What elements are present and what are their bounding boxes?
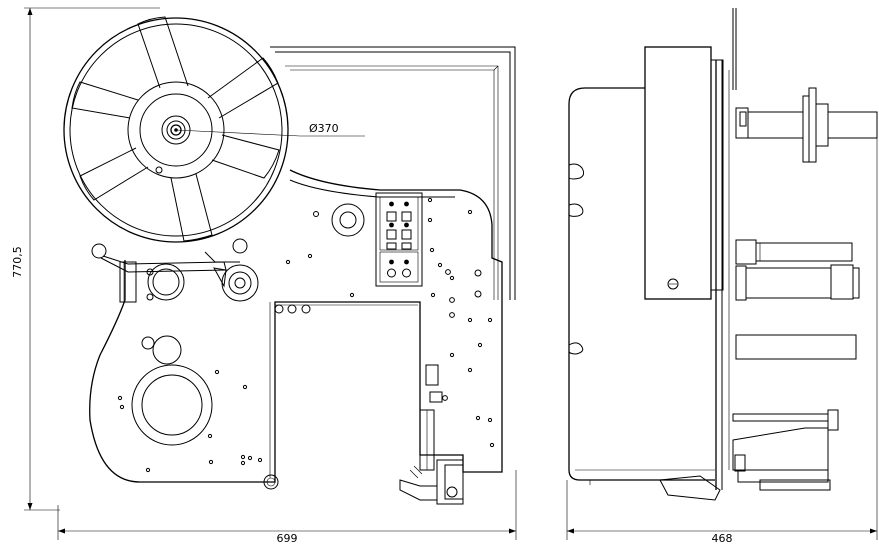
side-view: 468: [566, 8, 878, 545]
drive-roller: [313, 203, 365, 237]
body-rollers: [131, 304, 311, 446]
front-view: 770,5 699: [11, 7, 517, 545]
front-width-dimension: 699: [57, 470, 517, 545]
reel-spokes: [71, 16, 280, 242]
side-width-dimension: 468: [566, 120, 878, 545]
panel-buttons: [386, 201, 412, 278]
front-width-label: 699: [277, 532, 298, 545]
side-reel-housing: [644, 46, 724, 300]
hole-pattern: [117, 197, 495, 473]
side-cover: [568, 87, 715, 485]
side-rollers: [735, 239, 860, 360]
dancer-arm: [91, 238, 259, 303]
dispensing-head: [399, 364, 464, 505]
reel-diameter-label: Ø370: [309, 122, 339, 135]
control-panel: [375, 192, 423, 287]
height-dimension: 770,5: [11, 7, 160, 511]
side-width-label: 468: [712, 532, 733, 545]
height-dimension-label: 770,5: [11, 246, 24, 278]
side-main-plate: [715, 8, 737, 490]
side-reel-shaft: [735, 87, 878, 163]
back-plate: [270, 46, 516, 300]
main-body: [89, 169, 503, 490]
reel: Ø370: [63, 16, 365, 243]
side-dispensing-unit: [659, 409, 839, 501]
